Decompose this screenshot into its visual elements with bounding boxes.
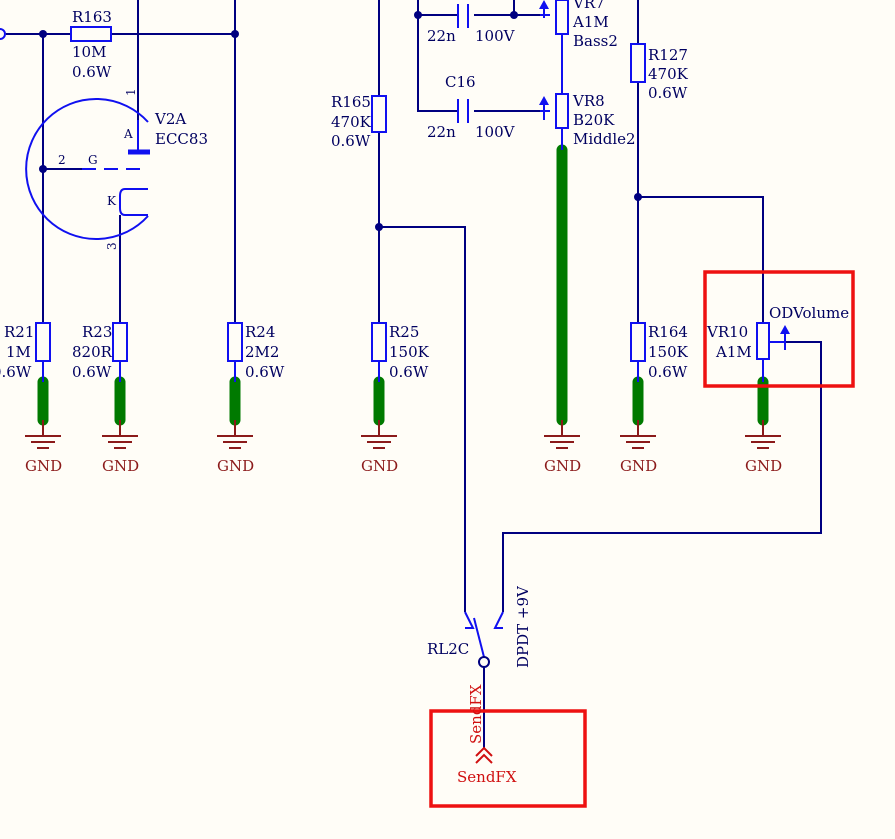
vr10-value: A1M xyxy=(715,343,752,361)
v2a-pin-k: K xyxy=(107,194,117,208)
c16-voltage: 100V xyxy=(475,123,516,141)
c16-ref: C16 xyxy=(445,73,476,91)
c16-value: 22n xyxy=(427,123,456,141)
r21-ref: R21 xyxy=(4,323,34,341)
rl2c-type: DPDT +9V xyxy=(514,585,532,668)
r163-value: 10M xyxy=(72,43,106,61)
r21-power: 0.6W xyxy=(0,363,32,381)
r165-power: 0.6W xyxy=(331,132,371,150)
r24-ref: R24 xyxy=(245,323,275,341)
r21-body xyxy=(35,322,51,362)
r165-ref: R165 xyxy=(331,93,371,111)
capacitors xyxy=(457,4,469,123)
sendfx-port-label: SendFX xyxy=(457,768,517,786)
gnd-label-5: GND xyxy=(544,457,581,475)
r164-power: 0.6W xyxy=(648,363,688,381)
tube-v2a xyxy=(25,98,150,240)
c16-body xyxy=(457,99,469,123)
gnd-label-1: GND xyxy=(25,457,62,475)
resistors xyxy=(35,26,646,382)
vr8-body xyxy=(555,93,569,129)
r127-body xyxy=(630,43,646,83)
r163-power: 0.6W xyxy=(72,63,112,81)
v2a-pin-a: A xyxy=(123,127,133,141)
r165-value: 470K xyxy=(331,113,372,131)
r127-value: 470K xyxy=(648,65,689,83)
gnd-label-7: GND xyxy=(745,457,782,475)
r25-power: 0.6W xyxy=(389,363,429,381)
rl2c-ref: RL2C xyxy=(427,640,469,658)
sendfx-net-label: SendFX xyxy=(467,684,485,744)
v2a-pin1: 1 xyxy=(124,88,138,96)
r127-ref: R127 xyxy=(648,46,688,64)
ground-symbols xyxy=(25,420,781,449)
vr7-name: Bass2 xyxy=(573,32,618,50)
v2a-value: ECC83 xyxy=(155,130,208,148)
vr8-value: B20K xyxy=(573,111,615,129)
vr10-body xyxy=(756,322,770,360)
r25-value: 150K xyxy=(389,343,430,361)
c-top-value: 22n xyxy=(427,27,456,45)
r25-body xyxy=(371,322,387,362)
v2a-pin2: 2 xyxy=(58,153,66,167)
labels: R163 10M 0.6W V2A ECC83 A G K 1 2 3 R21 … xyxy=(0,0,849,786)
highlight-box-sendfx xyxy=(429,709,587,808)
r25-ref: R25 xyxy=(389,323,419,341)
r163-body xyxy=(70,26,112,42)
gnd-label-6: GND xyxy=(620,457,657,475)
c-top-body xyxy=(457,4,469,28)
gnd-label-3: GND xyxy=(217,457,254,475)
r23-ref: R23 xyxy=(82,323,112,341)
r164-ref: R164 xyxy=(648,323,688,341)
potentiometers xyxy=(539,0,790,382)
relay-rl2c xyxy=(464,611,504,668)
r21-value: 1M xyxy=(6,343,31,361)
c-top-voltage: 100V xyxy=(475,27,516,45)
r23-body xyxy=(112,322,128,362)
r163-ref: R163 xyxy=(72,8,112,26)
vr8-ref: VR8 xyxy=(572,92,605,110)
vr7-ref: VR7 xyxy=(572,0,605,12)
v2a-ref: V2A xyxy=(154,110,186,128)
ground-traces xyxy=(37,144,769,426)
r165-body xyxy=(371,95,387,133)
vr7-value: A1M xyxy=(572,13,609,31)
v2a-pin-g: G xyxy=(88,153,98,167)
gnd-label-2: GND xyxy=(102,457,139,475)
r164-value: 150K xyxy=(648,343,689,361)
r164-body xyxy=(630,322,646,362)
junctions xyxy=(39,11,642,231)
v2a-pin3: 3 xyxy=(105,242,119,250)
vr7-body xyxy=(555,0,569,35)
highlight-box-vr10 xyxy=(703,270,855,388)
sendfx-port-icon xyxy=(475,746,493,764)
r24-body xyxy=(227,322,243,362)
wires xyxy=(6,0,822,748)
vr10-ref: VR10 xyxy=(706,323,748,341)
vr10-name: ODVolume xyxy=(769,304,849,322)
gnd-label-4: GND xyxy=(361,457,398,475)
input-port-icon xyxy=(0,28,6,40)
r23-value: 820R xyxy=(72,343,113,361)
r23-power: 0.6W xyxy=(72,363,112,381)
r24-power: 0.6W xyxy=(245,363,285,381)
r127-power: 0.6W xyxy=(648,84,688,102)
r24-value: 2M2 xyxy=(245,343,279,361)
vr8-name: Middle2 xyxy=(573,130,636,148)
